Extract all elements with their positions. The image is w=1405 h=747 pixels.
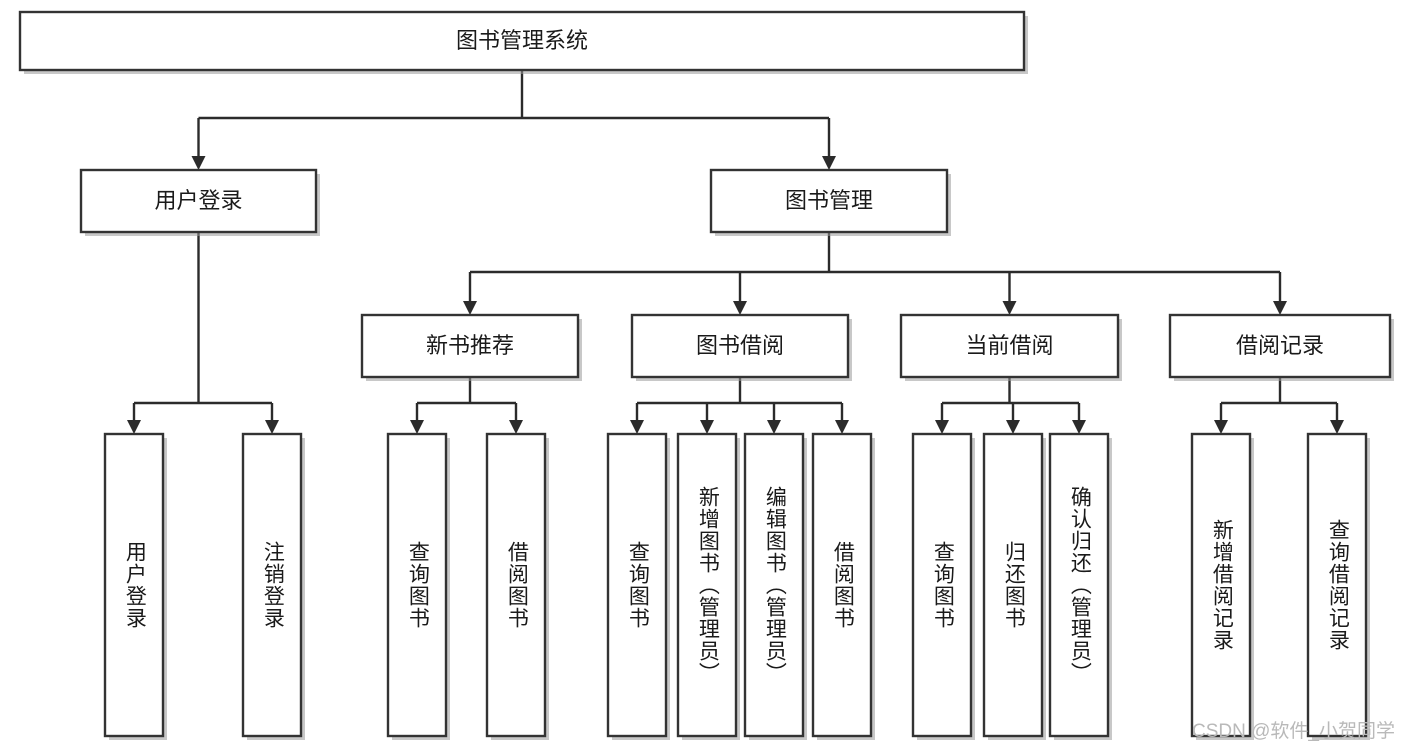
node-edit-book-admin[interactable] <box>743 432 805 738</box>
node-borrow-book-borrow[interactable] <box>811 432 873 738</box>
node-confirm-return-admin[interactable] <box>1048 432 1110 738</box>
leaf-arrow-borrow-book-borrow-arrowhead <box>835 420 849 434</box>
node-new-book-recommend-label: 新书推荐 <box>426 333 514 358</box>
level2-to-borrow-record-arrowhead <box>1273 301 1287 315</box>
node-book-manage-label: 图书管理 <box>785 188 873 213</box>
leaf-arrow-query-book-current-arrowhead <box>935 420 949 434</box>
leaf-arrow-query-book-recommend-arrowhead <box>410 420 424 434</box>
leaf-arrow-return-book-arrowhead <box>1006 420 1020 434</box>
watermark-text: CSDN @软件_小贺同学 <box>1192 721 1395 742</box>
node-user-login[interactable] <box>79 168 318 234</box>
node-add-borrow-record[interactable] <box>1190 432 1252 738</box>
leaf-arrow-borrow-book-recommend-arrowhead <box>509 420 523 434</box>
node-title-book-management-system-label: 图书管理系统 <box>456 28 588 53</box>
node-book-manage[interactable] <box>709 168 949 234</box>
leaf-arrow-logout-leaf-arrowhead <box>265 420 279 434</box>
node-new-book-recommend[interactable] <box>360 313 580 379</box>
leaf-arrow-edit-book-admin-arrowhead <box>767 420 781 434</box>
leaf-arrow-confirm-return-admin-arrowhead <box>1072 420 1086 434</box>
node-borrow-book-recommend[interactable] <box>485 432 547 738</box>
node-borrow-record-label: 借阅记录 <box>1236 333 1324 358</box>
node-query-book-borrow[interactable] <box>606 432 668 738</box>
node-user-login-leaf[interactable] <box>103 432 165 738</box>
node-add-book-admin[interactable] <box>676 432 738 738</box>
leaf-arrow-add-borrow-record-arrowhead <box>1214 420 1228 434</box>
node-book-borrow[interactable] <box>630 313 850 379</box>
connectors-layer <box>127 70 1344 434</box>
level2-to-book-borrow-arrowhead <box>733 301 747 315</box>
node-query-book-recommend[interactable] <box>386 432 448 738</box>
node-title-book-management-system[interactable] <box>18 10 1026 72</box>
node-current-borrow[interactable] <box>899 313 1120 379</box>
node-return-book[interactable] <box>982 432 1044 738</box>
root-to-user-login-arrowhead <box>191 156 206 170</box>
level2-to-new-book-recommend-arrowhead <box>463 301 477 315</box>
level2-to-current-borrow-arrowhead <box>1002 301 1017 315</box>
node-current-borrow-label: 当前借阅 <box>965 333 1053 358</box>
node-query-borrow-record[interactable] <box>1306 432 1368 738</box>
leaf-arrow-query-borrow-record-arrowhead <box>1330 420 1344 434</box>
node-user-login-label: 用户登录 <box>154 188 242 213</box>
node-logout-leaf[interactable] <box>241 432 303 738</box>
node-book-borrow-label: 图书借阅 <box>696 333 784 358</box>
root-to-book-manage-arrowhead <box>822 156 836 170</box>
node-borrow-record[interactable] <box>1168 313 1392 379</box>
node-query-book-current[interactable] <box>911 432 973 738</box>
leaf-arrow-user-login-leaf-arrowhead <box>127 420 141 434</box>
leaf-arrow-query-book-borrow-arrowhead <box>630 420 644 434</box>
leaf-arrow-add-book-admin-arrowhead <box>700 420 714 434</box>
